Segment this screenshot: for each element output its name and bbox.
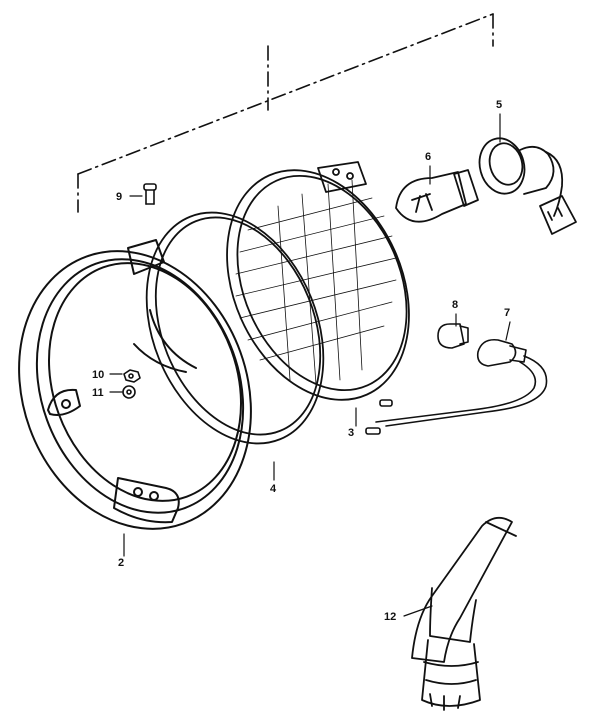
nut-part-10 xyxy=(123,369,141,383)
callout-4: 4 xyxy=(270,483,277,495)
bulb-socket-part-5 xyxy=(478,137,577,235)
callout-labels: 2 3 4 5 6 7 8 9 10 11 12 xyxy=(92,99,510,623)
callout-9: 9 xyxy=(116,191,122,203)
callout-12: 12 xyxy=(384,611,396,623)
headlight-bulb-part-6 xyxy=(395,169,479,223)
callout-8: 8 xyxy=(452,299,458,311)
callout-3: 3 xyxy=(348,427,354,439)
washer-part-11 xyxy=(122,385,136,399)
pilot-bulb-part-8 xyxy=(437,323,469,349)
screw-part-9 xyxy=(143,183,157,205)
leader-lines xyxy=(109,113,511,617)
sealed-beam-part-3 xyxy=(226,161,410,401)
callout-2: 2 xyxy=(118,557,124,569)
pilot-lamp-socket-part-7 xyxy=(365,338,548,435)
callout-7: 7 xyxy=(504,307,510,319)
callout-6: 6 xyxy=(425,151,431,163)
rubber-boot-part-12 xyxy=(411,516,517,711)
callout-11: 11 xyxy=(92,387,104,399)
callout-10: 10 xyxy=(92,369,104,381)
retaining-ring-part-4 xyxy=(145,211,325,445)
headlight-rim-part-2 xyxy=(18,239,252,530)
callout-5: 5 xyxy=(496,99,502,111)
assembly-bracket xyxy=(77,13,494,213)
